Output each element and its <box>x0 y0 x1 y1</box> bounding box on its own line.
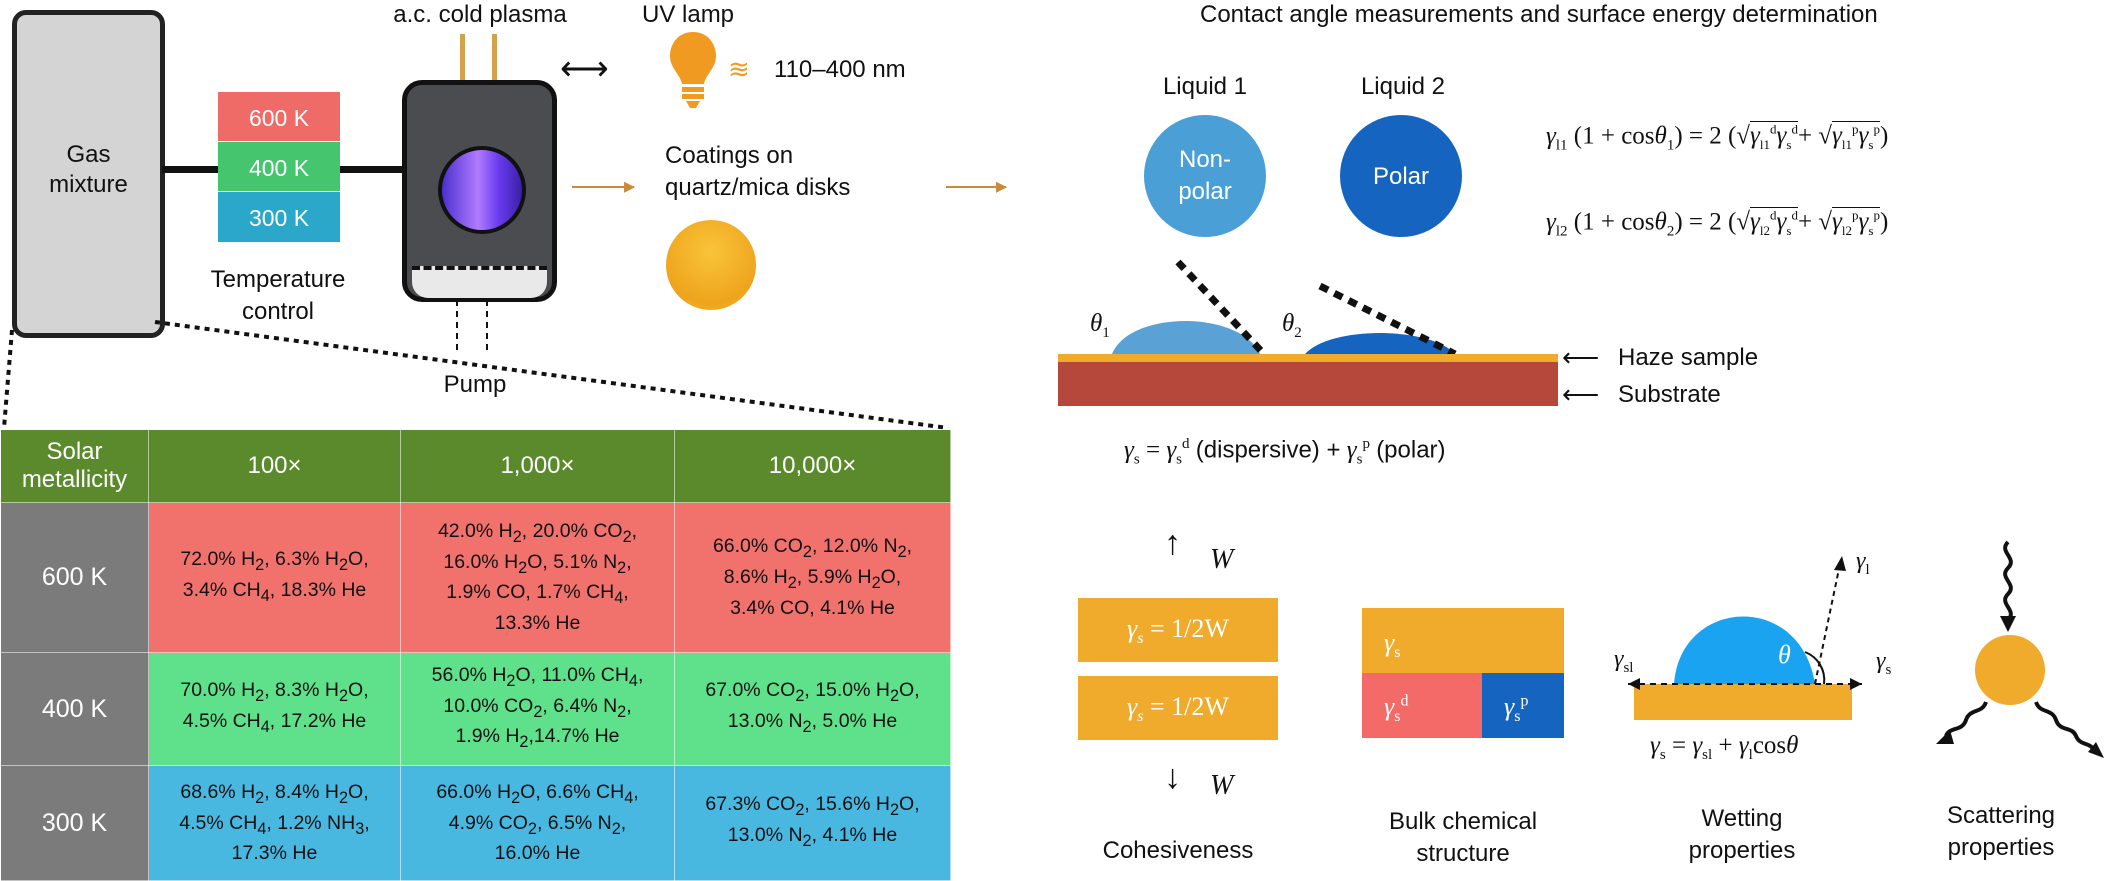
chamber-sample-tray <box>412 266 547 298</box>
cohesiveness-label: Cohesiveness <box>1102 837 1254 864</box>
arrow-to-coatings <box>572 186 634 188</box>
w-label-bottom: W <box>1210 770 1234 801</box>
temp-block-400 <box>218 142 340 191</box>
double-arrow-icon: ⟷ <box>560 50 609 88</box>
chem-gamma-sp: γsp <box>1504 692 1529 726</box>
table-cell: 66.0% H2O, 6.6% CH4,4.9% CO2, 6.5% N2,16… <box>400 765 675 881</box>
col-header-100x: 100× <box>148 429 401 503</box>
cohesion-eq-top: γs = 1/2W <box>1127 614 1229 648</box>
haze-arrow: ⟵ <box>1562 342 1600 372</box>
theta-label: θ <box>1778 640 1791 669</box>
liquid2-droplet <box>1340 115 1462 237</box>
table-cell: 67.3% CO2, 15.6% H2O,13.0% N2, 4.1% He <box>674 765 951 881</box>
up-arrow-icon: ↑ <box>1164 524 1181 562</box>
chem-block-total <box>1362 608 1564 673</box>
temp-label-600: 600 K <box>248 105 310 131</box>
young-equation: γs = γsl + γlcosθ <box>1650 732 1799 763</box>
surface-energy-equation: γs = γsd (dispersive) + γsp (polar) <box>1124 436 1446 468</box>
right-panel-title: Contact angle measurements and surface e… <box>1200 1 1878 28</box>
wetting-diagram <box>1628 556 1862 720</box>
gamma-s-label: γs <box>1876 648 1892 678</box>
uv-lamp-label: UV lamp <box>642 1 735 28</box>
liquid1-label: Liquid 1 <box>1162 73 1248 100</box>
equation-liquid2: γl2 (1 + cosθ2) = 2 (√γl2dγsd+ √γl2pγsp) <box>1546 207 1889 240</box>
arrowhead-coatings: ▸ <box>624 173 636 198</box>
col-header-1000x: 1,000× <box>400 429 675 503</box>
pump-arrow-right <box>486 300 488 350</box>
w-label-top: W <box>1210 544 1234 575</box>
liquid2-text: Polar <box>1372 163 1430 190</box>
table-cell: 70.0% H2, 8.3% H2O,4.5% CH4, 17.2% He <box>148 652 401 766</box>
chem-gamma-s: γs <box>1384 628 1401 662</box>
temp-block-300 <box>218 192 340 242</box>
haze-sample-label: Haze sample <box>1618 344 1759 371</box>
table-cell: 67.0% CO2, 15.0% H2O,13.0% N2, 5.0% He <box>674 652 951 766</box>
liquid1-text: Non-polar <box>1178 146 1232 205</box>
table-cell: 56.0% H2O, 11.0% CH4,10.0% CO2, 6.4% N2,… <box>400 652 675 766</box>
row-label-300k: 300 K <box>0 765 149 881</box>
pump-arrow-left <box>456 300 458 350</box>
row-label-600k: 600 K <box>0 502 149 653</box>
gamma-sl-label: γsl <box>1614 646 1634 676</box>
uv-waves-icon: ≋ <box>728 54 750 84</box>
chem-block-polar <box>1482 673 1564 738</box>
zoom-lines <box>2 320 949 430</box>
liquid2-label: Liquid 2 <box>1360 73 1446 100</box>
pump-label: Pump <box>443 371 507 398</box>
cohesion-block-bottom <box>1078 676 1278 740</box>
cohesion-eq-bottom: γs = 1/2W <box>1127 692 1229 726</box>
coating-disk <box>666 220 756 310</box>
arrowhead-right-panel: ▸ <box>996 173 1008 198</box>
table-cell: 42.0% H2, 20.0% CO2,16.0% H2O, 5.1% N2,1… <box>400 502 675 653</box>
row-label-400k: 400 K <box>0 652 149 766</box>
plasma-label: a.c. cold plasma <box>393 1 567 28</box>
light-bulb-icon <box>670 32 716 108</box>
arrow-to-right-panel <box>946 186 1006 188</box>
substrate-arrow: ⟵ <box>1562 379 1600 409</box>
col-header-10000x: 10,000× <box>674 429 951 503</box>
substrate-label: Substrate <box>1618 381 1721 408</box>
table-cell: 66.0% CO2, 12.0% N2,8.6% H2, 5.9% H2O,3.… <box>674 502 951 653</box>
theta1-label: θ1 <box>1090 310 1110 341</box>
equation-liquid1: γl1 (1 + cosθ1) = 2 (√γl1dγsd+ √γl1pγsp) <box>1546 121 1889 154</box>
table-cell: 72.0% H2, 6.3% H2O,3.4% CH4, 18.3% He <box>148 502 401 653</box>
table-cell: 68.6% H2, 8.4% H2O,4.5% CH4, 1.2% NH3,17… <box>148 765 401 881</box>
cohesion-block-top <box>1078 598 1278 662</box>
theta2-label: θ2 <box>1282 310 1302 341</box>
chem-gamma-sd: γsd <box>1384 692 1409 726</box>
scattering-diagram <box>1936 540 2104 758</box>
contact-angle-diagram <box>1058 259 1558 406</box>
plasma-glow <box>438 146 526 234</box>
chem-block-dispersive <box>1362 673 1482 738</box>
temp-label-400: 400 K <box>248 155 310 181</box>
gas-mixture-tank <box>12 10 165 338</box>
temp-label-300: 300 K <box>248 205 310 231</box>
uv-range-label: 110–400 nm <box>774 56 906 83</box>
gamma-l-label: γl <box>1856 548 1870 578</box>
liquid1-droplet <box>1144 115 1266 237</box>
down-arrow-icon: ↓ <box>1164 758 1181 796</box>
temp-block-600 <box>218 92 340 141</box>
